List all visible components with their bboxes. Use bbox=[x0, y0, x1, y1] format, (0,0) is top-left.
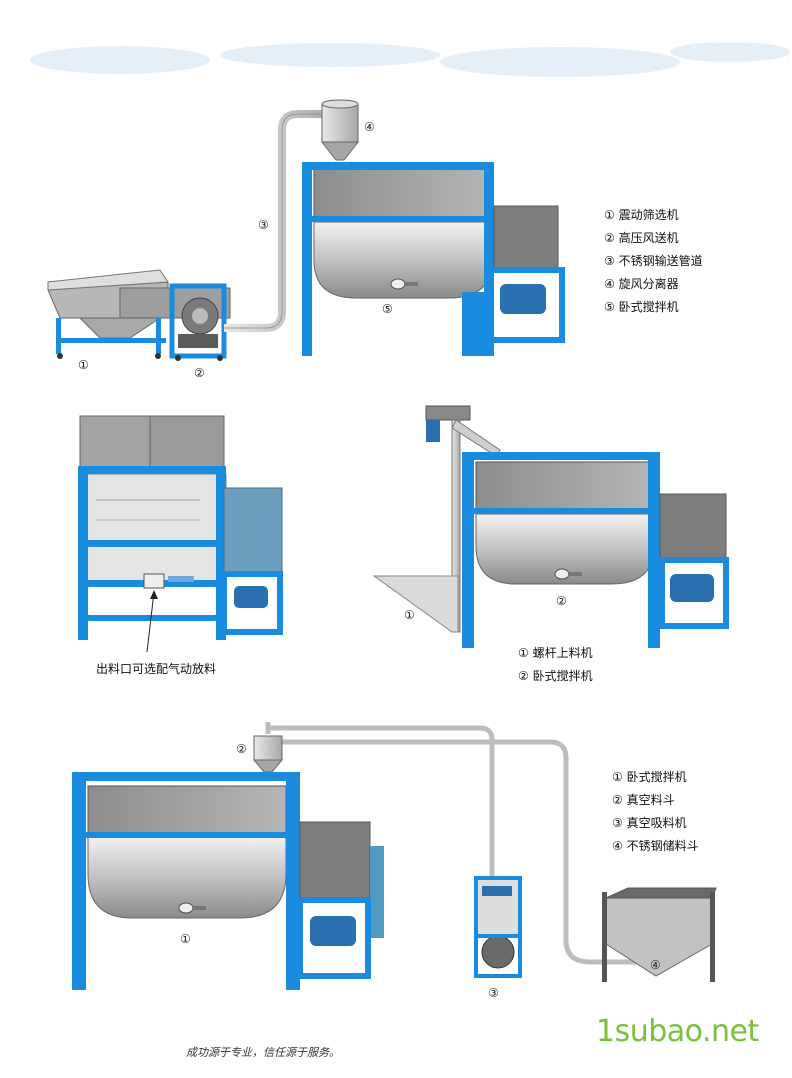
p1-label-3: ③ bbox=[258, 218, 269, 232]
p1-label-5: ⑤ bbox=[382, 302, 393, 316]
p4-label-1: ① bbox=[180, 932, 191, 946]
p4-label-4: ④ bbox=[650, 958, 661, 972]
legend4-item-2: ② 真空料斗 bbox=[612, 793, 675, 807]
legend1-item-2: ② 高压风送机 bbox=[604, 231, 679, 245]
p1-label-4: ④ bbox=[364, 120, 375, 134]
high-pressure-blower bbox=[169, 283, 227, 361]
top-decoration bbox=[30, 42, 790, 77]
legend3-item-1: ① 螺杆上料机 bbox=[518, 646, 593, 660]
panel2-caption: 出料口可选配气动放料 bbox=[96, 662, 217, 676]
p4-label-3: ③ bbox=[488, 986, 499, 1000]
panel3-legend: ① 螺杆上料机 ② 卧式搅拌机 bbox=[518, 642, 593, 688]
panel1-legend: ① 震动筛选机 ② 高压风送机 ③ 不锈钢输送管道 ④ 旋风分离器 ⑤ 卧式搅拌… bbox=[604, 204, 703, 319]
watermark: 1subao.net bbox=[596, 1014, 759, 1049]
panel2-mixer-front bbox=[78, 415, 283, 653]
panel4-vacuum-system bbox=[72, 722, 717, 990]
legend3-item-2: ② 卧式搅拌机 bbox=[518, 669, 593, 683]
panel1-system bbox=[47, 99, 565, 361]
p1-label-1: ① bbox=[78, 358, 89, 372]
legend1-item-4: ④ 旋风分离器 bbox=[604, 277, 679, 291]
panel4-legend: ① 卧式搅拌机 ② 真空料斗 ③ 真空吸料机 ④ 不锈钢储料斗 bbox=[612, 766, 699, 858]
legend1-item-3: ③ 不锈钢输送管道 bbox=[604, 254, 703, 268]
legend4-item-1: ① 卧式搅拌机 bbox=[612, 770, 687, 784]
cyclone-separator bbox=[320, 99, 360, 161]
p3-label-1: ① bbox=[404, 608, 415, 622]
p3-label-2: ② bbox=[556, 594, 567, 608]
p1-label-2: ② bbox=[194, 366, 205, 380]
legend4-item-3: ③ 真空吸料机 bbox=[612, 816, 687, 830]
legend4-item-4: ④ 不锈钢储料斗 bbox=[612, 839, 699, 853]
legend1-item-5: ⑤ 卧式搅拌机 bbox=[604, 300, 679, 314]
p4-label-2: ② bbox=[236, 742, 247, 756]
legend1-item-1: ① 震动筛选机 bbox=[604, 208, 679, 222]
ribbon-mixer-1 bbox=[302, 162, 565, 356]
panel3-screw-loader-system bbox=[372, 405, 729, 648]
footer-slogan: 成功源于专业，信任源于服务。 bbox=[186, 1046, 340, 1059]
